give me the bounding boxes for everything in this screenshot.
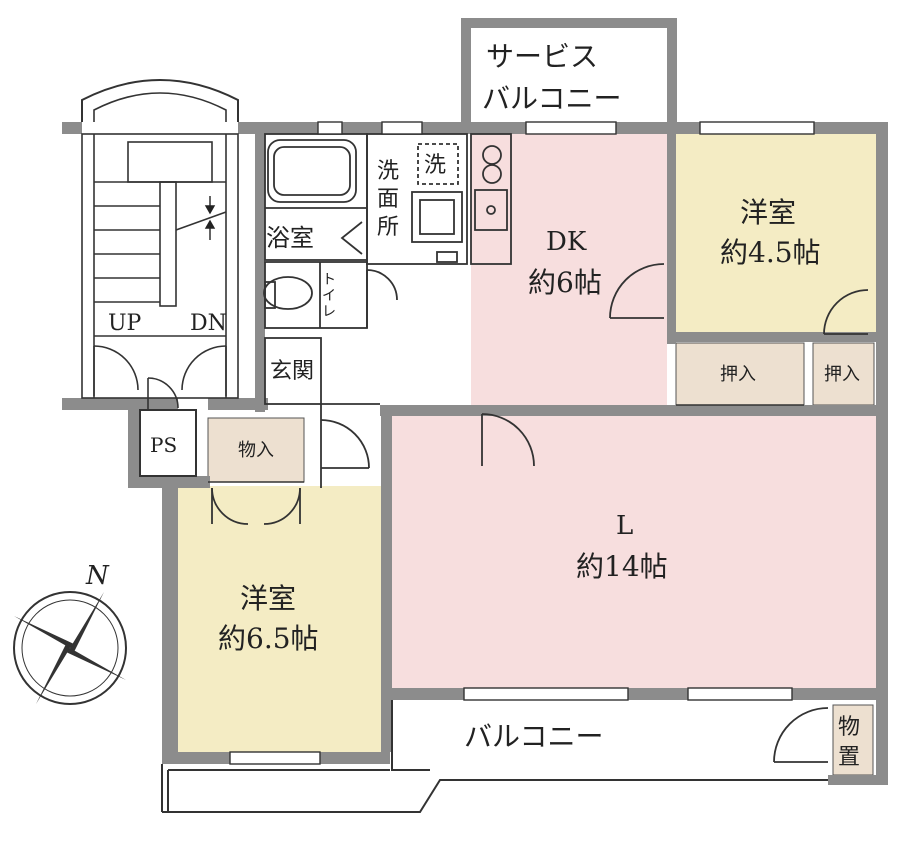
living-size: 約14帖	[576, 550, 668, 583]
closet-b-label: 押入	[824, 364, 860, 385]
dk-floor	[471, 134, 667, 407]
stairs-down-label: DN	[190, 311, 227, 336]
washroom-char-2: 面	[377, 187, 399, 212]
closet-a-label: 押入	[720, 364, 756, 385]
compass-icon	[13, 591, 127, 705]
living-floor	[392, 416, 876, 688]
balcony-outline	[161, 700, 828, 813]
staircase	[81, 79, 239, 399]
living-name: L	[616, 511, 633, 541]
compass-north-label: N	[85, 561, 110, 591]
toilet-char-2: イ	[322, 288, 336, 304]
storage-label: 物入	[238, 440, 274, 461]
western-room-1-floor	[676, 134, 876, 332]
doors	[211, 263, 869, 763]
western-room-1-name: 洋室	[740, 196, 796, 229]
stair-doors	[93, 345, 227, 410]
ps-label: PS	[150, 433, 177, 457]
western-room-2-size: 約6.5帖	[218, 622, 319, 655]
service-balcony-line1: サービス	[486, 40, 598, 73]
entrance-label: 玄関	[270, 359, 314, 384]
closet-b-floor	[812, 342, 875, 406]
dk-name: DK	[546, 227, 587, 257]
balcony-label: バルコニー	[464, 720, 603, 753]
windows	[229, 121, 815, 765]
washing-machine-label: 洗	[424, 153, 446, 178]
shed-char-2: 置	[838, 745, 860, 770]
closet-rails	[208, 404, 804, 483]
washroom-char-3: 所	[377, 215, 399, 240]
storage-floor	[207, 417, 305, 483]
stairs-up-label: UP	[108, 311, 142, 336]
western-room-2-floor	[178, 486, 382, 752]
ps-box	[139, 409, 197, 477]
entrance-outline	[264, 337, 380, 488]
dk-size: 約6帖	[528, 266, 602, 299]
shed-char-1: 物	[838, 715, 860, 740]
toilet-char-3: レ	[322, 304, 336, 320]
bathroom-label: 浴室	[266, 224, 314, 252]
washroom-char-1: 洗	[377, 159, 399, 184]
stair-arrows-icon	[204, 196, 216, 240]
shed-floor	[832, 704, 874, 776]
toilet-char-1: ト	[322, 272, 336, 288]
western-room-2-name: 洋室	[240, 582, 296, 615]
service-balcony-line2: バルコニー	[482, 82, 621, 115]
western-room-1-size: 約4.5帖	[720, 236, 821, 269]
